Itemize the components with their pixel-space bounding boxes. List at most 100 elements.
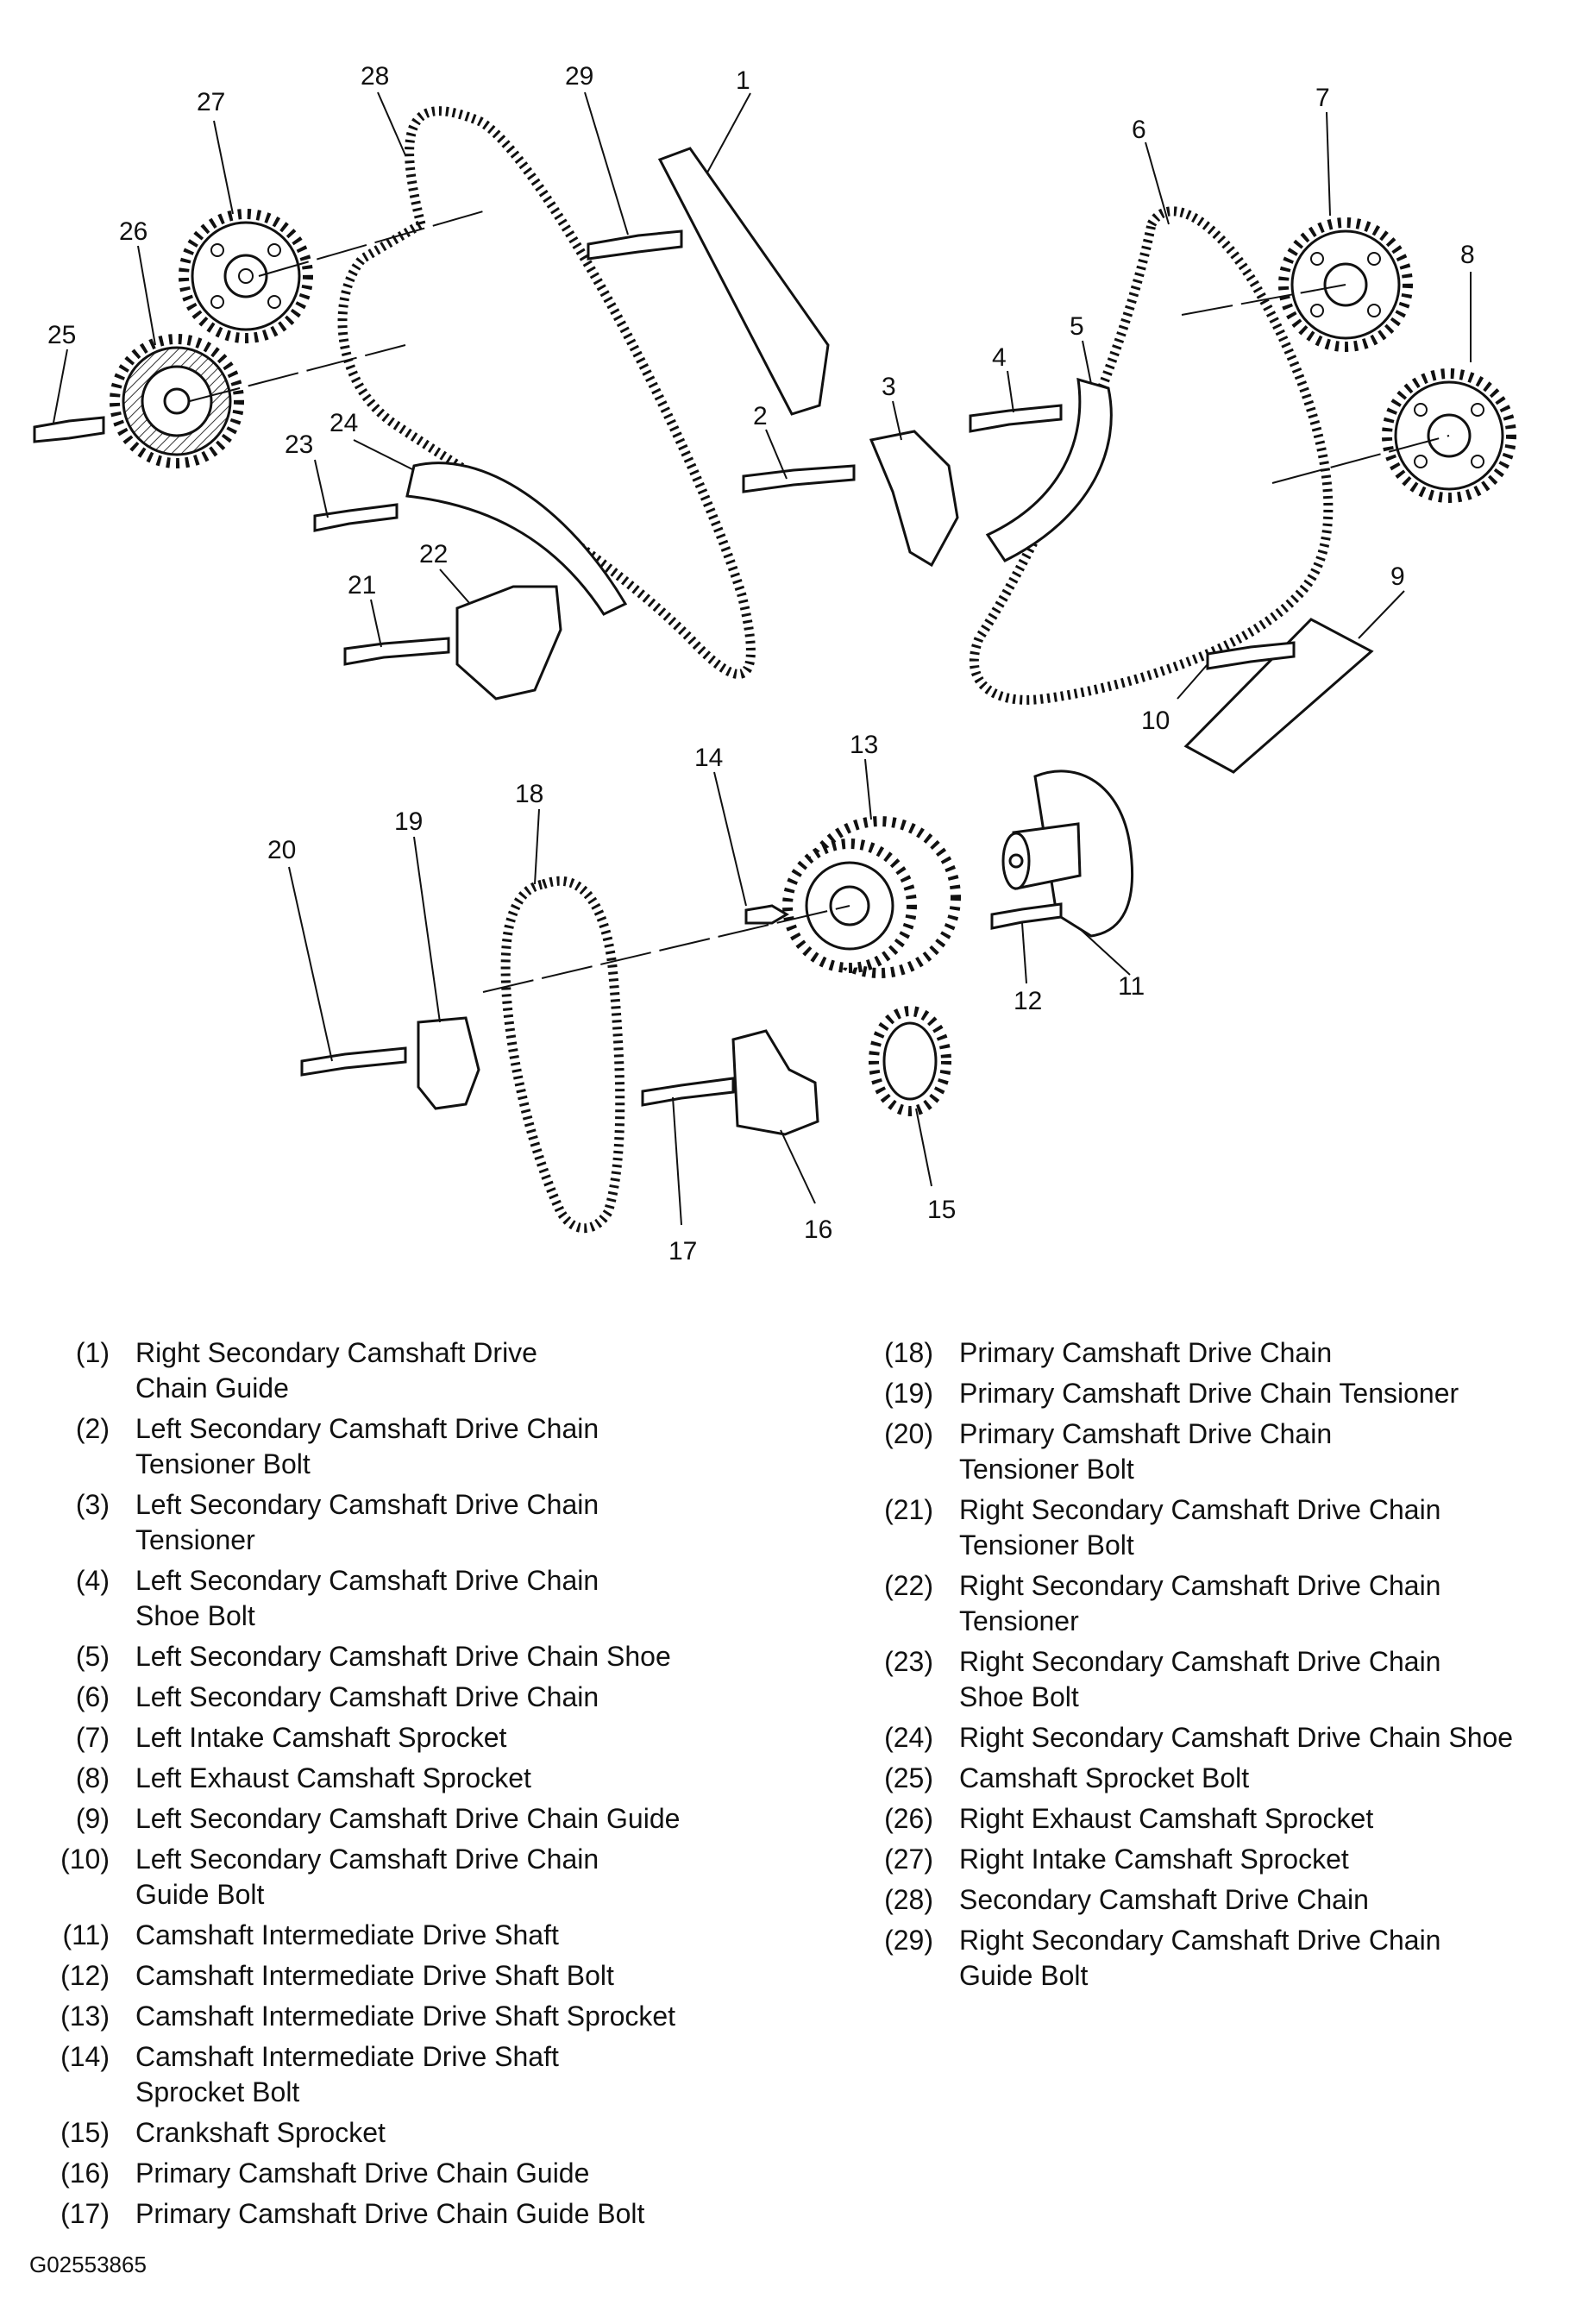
legend-number: (9) xyxy=(75,1803,110,1834)
legend-number: (4) xyxy=(75,1565,110,1596)
legend-item: (11)Camshaft Intermediate Drive Shaft xyxy=(26,1918,802,1953)
callout-15: 15 xyxy=(927,1196,956,1224)
legend-item: (15)Crankshaft Sprocket xyxy=(26,2115,802,2151)
legend-label: Camshaft Intermediate Drive Shaft xyxy=(135,1919,559,1950)
callout-8: 8 xyxy=(1460,241,1475,269)
legend-number: (17) xyxy=(60,2198,110,2229)
callout-22: 22 xyxy=(419,540,448,568)
legend-number: (1) xyxy=(75,1337,110,1368)
legend-item: (17) Primary Camshaft Drive Chain Guide B… xyxy=(26,2196,802,2232)
left-secondary-camshaft-drive-chain-guide-bolt xyxy=(1206,641,1296,670)
legend-item: (26)Right Exhaust Camshaft Sprocket xyxy=(850,1801,1566,1837)
legend-item: (22)Right Secondary Camshaft Drive Chain… xyxy=(850,1568,1566,1639)
camshaft-sprocket-bolt xyxy=(33,416,105,443)
legend-item: (20)Primary Camshaft Drive Chain Tension… xyxy=(850,1416,1566,1487)
callout-14: 14 xyxy=(694,744,723,772)
callout-19: 19 xyxy=(394,807,423,836)
callout-21: 21 xyxy=(348,571,376,600)
legend-label: Right Intake Camshaft Sprocket xyxy=(959,1843,1349,1875)
legend-label: Camshaft Intermediate Drive Shaft Sprock… xyxy=(135,2041,559,2107)
camshaft-intermediate-drive-shaft-sprocket-bolt xyxy=(744,904,789,925)
secondary-camshaft-drive-chain xyxy=(337,106,756,679)
callout-6: 6 xyxy=(1132,116,1146,144)
legend-number: (18) xyxy=(884,1337,933,1368)
legend-item: (23)Right Secondary Camshaft Drive Chain… xyxy=(850,1644,1566,1715)
legend-label: Left Secondary Camshaft Drive Chain Guid… xyxy=(135,1803,681,1834)
callout-9: 9 xyxy=(1390,562,1405,591)
legend-label: Crankshaft Sprocket xyxy=(135,2117,386,2148)
legend-number: (7) xyxy=(75,1722,110,1753)
callout-11: 11 xyxy=(1118,972,1145,1001)
right-secondary-camshaft-drive-chain-guide-bolt xyxy=(587,229,683,261)
primary-camshaft-drive-chain-tensioner-bolt xyxy=(300,1046,407,1077)
legend-label: Primary Camshaft Drive Chain Guide Bolt xyxy=(135,2198,645,2229)
legend-label: Secondary Camshaft Drive Chain xyxy=(959,1884,1369,1915)
legend-label: Right Secondary Camshaft Drive Chain Sho… xyxy=(959,1646,1441,1712)
callout-17: 17 xyxy=(668,1237,697,1266)
legend-label: Right Secondary Camshaft Drive Chain Sho… xyxy=(959,1722,1514,1753)
legend-number: (27) xyxy=(884,1843,933,1875)
legend-number: (12) xyxy=(60,1960,110,1991)
legend-label: Camshaft Intermediate Drive Shaft Sprock… xyxy=(135,2001,676,2032)
legend-label: Primary Camshaft Drive Chain Tensioner xyxy=(959,1378,1459,1409)
legend-item: (21)Right Secondary Camshaft Drive Chain… xyxy=(850,1492,1566,1563)
legend-number: (8) xyxy=(75,1762,110,1793)
legend-item: (18) Primary Camshaft Drive Chain xyxy=(850,1335,1566,1371)
figure-id: G02553865 xyxy=(29,2252,147,2277)
legend-number: (14) xyxy=(60,2041,110,2072)
legend-item: (9) Left Secondary Camshaft Drive Chain G… xyxy=(26,1801,802,1837)
legend-item: (28) Secondary Camshaft Drive Chain xyxy=(850,1882,1566,1918)
primary-camshaft-drive-chain-tensioner xyxy=(417,1016,480,1110)
legend-right-column: (18)Primary Camshaft Drive Chain(19)Prim… xyxy=(850,1335,1566,1999)
right-secondary-camshaft-drive-chain-shoe xyxy=(405,462,628,616)
legend-item: (6) Left Secondary Camshaft Drive Chain xyxy=(26,1680,802,1715)
legend-number: (16) xyxy=(60,2158,110,2189)
callout-29: 29 xyxy=(565,62,593,91)
legend-item: (7)Left Intake Camshaft Sprocket xyxy=(26,1720,802,1756)
legend-number: (6) xyxy=(75,1681,110,1712)
legend-label: Primary Camshaft Drive Chain Tensioner B… xyxy=(959,1418,1333,1485)
left-secondary-camshaft-drive-chain-shoe xyxy=(985,377,1113,562)
legend-number: (28) xyxy=(884,1884,933,1915)
primary-camshaft-drive-chain-guide-bolt xyxy=(641,1077,735,1107)
right-intake-camshaft-sprocket xyxy=(179,209,313,343)
callout-10: 10 xyxy=(1141,707,1170,735)
leader-lines xyxy=(53,91,1472,1226)
callout-25: 25 xyxy=(47,321,76,349)
callout-13: 13 xyxy=(850,731,878,759)
legend-label: Camshaft Intermediate Drive Shaft Bolt xyxy=(135,1960,614,1991)
right-secondary-camshaft-drive-chain-tensioner-bolt xyxy=(343,637,450,666)
callout-23: 23 xyxy=(285,430,313,459)
legend-number: (25) xyxy=(884,1762,933,1793)
legend-item: (8) Left Exhaust Camshaft Sprocket xyxy=(26,1761,802,1796)
legend-label: Left Secondary Camshaft Drive Chain Shoe xyxy=(135,1641,671,1672)
callout-26: 26 xyxy=(119,217,147,246)
left-secondary-camshaft-drive-chain-tensioner-bolt xyxy=(742,464,856,493)
legend-item: (1)Right Secondary Camshaft Drive Chain … xyxy=(26,1335,802,1406)
legend-label: Right Exhaust Camshaft Sprocket xyxy=(959,1803,1374,1834)
legend-label: Primary Camshaft Drive Chain Guide xyxy=(135,2158,590,2189)
left-secondary-camshaft-drive-chain-tensioner xyxy=(869,430,959,568)
left-secondary-camshaft-drive-chain xyxy=(970,206,1334,705)
callout-27: 27 xyxy=(197,88,225,116)
alignment-lines xyxy=(189,210,1450,993)
legend-item: (5)Left Secondary Camshaft Drive Chain S… xyxy=(26,1639,802,1674)
legend-item: (10)Left Secondary Camshaft Drive Chain … xyxy=(26,1842,802,1913)
camshaft-intermediate-drive-shaft-bolt xyxy=(990,902,1063,930)
callout-24: 24 xyxy=(329,409,358,437)
callout-28: 28 xyxy=(361,62,389,91)
legend-label: Right Secondary Camshaft Drive Chain Gui… xyxy=(959,1925,1441,1991)
left-secondary-camshaft-drive-chain-guide xyxy=(1183,618,1374,774)
right-secondary-camshaft-drive-chain-tensioner xyxy=(455,585,562,700)
camshaft-intermediate-drive-shaft xyxy=(1001,769,1134,938)
primary-camshaft-drive-chain-guide xyxy=(731,1029,819,1136)
legend-number: (29) xyxy=(884,1925,933,1956)
legend-item: (16) Primary Camshaft Drive Chain Guide xyxy=(26,2156,802,2191)
left-secondary-camshaft-drive-chain-shoe-bolt xyxy=(969,404,1063,433)
legend-number: (3) xyxy=(75,1489,110,1520)
legend-label: Left Exhaust Camshaft Sprocket xyxy=(135,1762,531,1793)
legend-label: Left Secondary Camshaft Drive Chain xyxy=(135,1681,599,1712)
legend-label: Primary Camshaft Drive Chain xyxy=(959,1337,1333,1368)
callout-3: 3 xyxy=(882,373,896,401)
legend-item: (13)Camshaft Intermediate Drive Shaft Sp… xyxy=(26,1999,802,2034)
